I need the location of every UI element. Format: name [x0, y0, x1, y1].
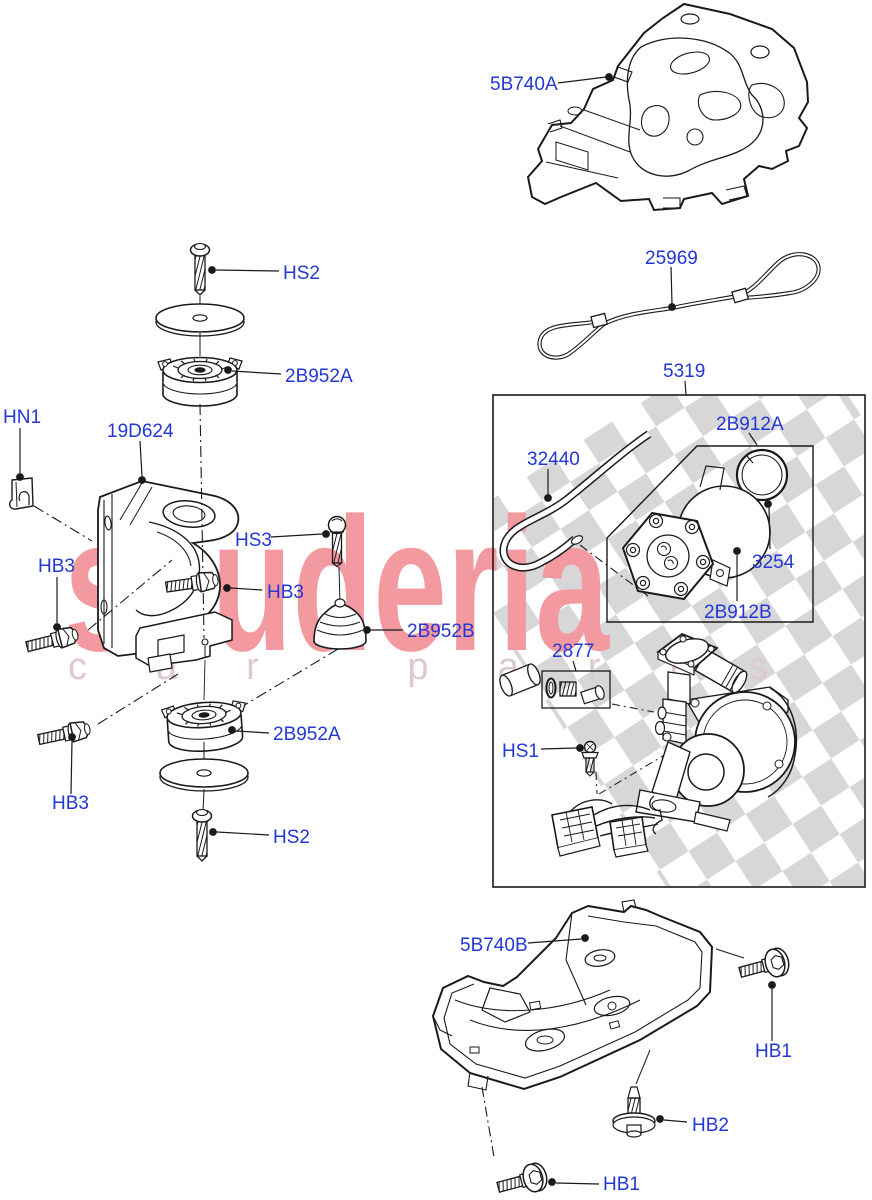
part-washer-top: [155, 303, 245, 337]
callout-2B952A-lower: 2B952A: [273, 724, 341, 745]
axis-line: [338, 566, 341, 605]
callout-5319: 5319: [663, 361, 705, 382]
callout-25969: 25969: [645, 248, 698, 269]
part-clip-nut-HN1: [8, 477, 34, 510]
callout-HB3-lower: HB3: [52, 793, 89, 814]
callout-HS2-top: HS2: [283, 263, 320, 284]
part-bolt-HS2-top: [189, 242, 211, 296]
callout-2877: 2877: [552, 641, 594, 662]
callout-HB3-left: HB3: [38, 556, 75, 577]
part-washer-lower: [159, 758, 249, 792]
callout-19D624: 19D624: [107, 421, 174, 442]
part-bolt-HS2-lower: [191, 808, 213, 862]
callout-2B952B: 2B952B: [407, 621, 475, 642]
part-bolt-HB1-right: [735, 945, 793, 987]
leader-tray-to-bolt: [715, 948, 745, 959]
callout-HN1: HN1: [3, 407, 41, 428]
part-compressor-assembly: [551, 632, 798, 858]
callout-HB2: HB2: [692, 1115, 729, 1136]
part-isolator-lower-2B952A: [160, 698, 250, 755]
part-tray-lower-5B740B: [431, 899, 714, 1091]
axis-line: [635, 1049, 651, 1085]
part-intake-hose-32440: [499, 430, 652, 572]
part-screw-HS1: [581, 740, 599, 777]
part-o-ring-3254: [735, 448, 789, 502]
axis-line: [202, 788, 205, 813]
callout-HB1-right: HB1: [755, 1041, 792, 1062]
alignment-lines-left: [33, 403, 339, 725]
callout-3254: 3254: [752, 552, 795, 573]
part-bracket-19D624: [97, 480, 240, 673]
checkered-flag-watermark: [494, 396, 864, 886]
callout-32440: 32440: [527, 449, 580, 470]
callout-5B740A: 5B740A: [490, 74, 558, 95]
part-isolator-boot-2B952B: [313, 598, 367, 650]
callout-HS3: HS3: [235, 530, 272, 551]
callout-leaders: [16, 73, 776, 1186]
part-pump-head-2B912B: [622, 465, 771, 600]
part-valve-kit-2877: [499, 663, 655, 713]
callout-HB3-right: HB3: [267, 582, 304, 603]
kit-box-2B912: [606, 445, 814, 623]
axis-line: [203, 659, 206, 701]
part-bolt-HB3-lower: [36, 718, 93, 750]
callout-2B952A-top: 2B952A: [285, 366, 353, 387]
part-isolator-top-2B952A: [157, 356, 243, 407]
callout-HS1: HS1: [502, 741, 539, 762]
callout-HB1-bottom: HB1: [603, 1174, 640, 1195]
part-screw-HB2: [612, 1086, 656, 1138]
kit-box-5319: [492, 394, 866, 888]
part-cover-upper-5B740A: [526, 2, 810, 212]
callout-2B912A: 2B912A: [716, 414, 784, 435]
part-bolt-HB1-bottom: [493, 1160, 551, 1200]
alignment-line-tray: [481, 1086, 495, 1158]
callout-5B740B: 5B740B: [460, 935, 528, 956]
callout-labels: 5B740A 25969 5319 2B912A 32440 3254 2B91…: [3, 74, 795, 1195]
part-tether-cable-25969: [537, 252, 821, 360]
callout-2B912B: 2B912B: [704, 602, 772, 623]
callout-HS2-lower: HS2: [273, 827, 310, 848]
